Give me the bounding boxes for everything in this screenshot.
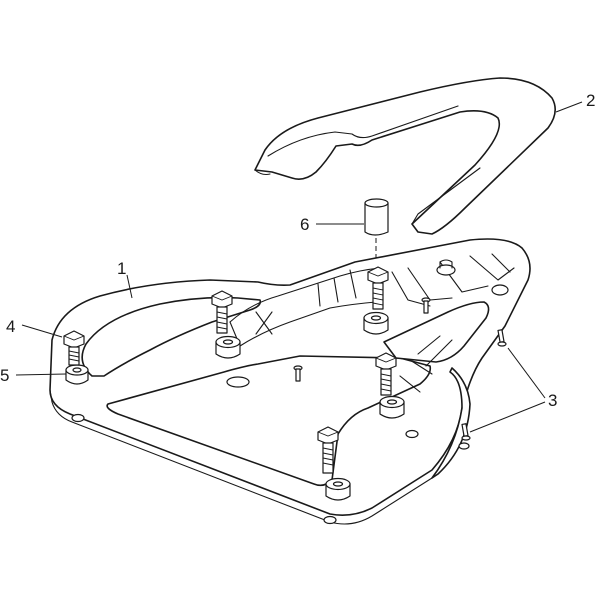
leader-5 — [15, 373, 67, 376]
leader-4 — [21, 324, 63, 338]
bolt-right — [375, 352, 397, 396]
leader-lines — [15, 101, 583, 433]
bolt-bottom — [317, 426, 339, 474]
washer-top — [363, 311, 389, 335]
callout-5: 5 — [0, 366, 9, 385]
leader-3a — [507, 347, 546, 399]
callout-2: 2 — [586, 91, 595, 110]
washers — [65, 311, 405, 501]
callouts: 1 2 3 4 5 6 — [0, 91, 595, 410]
small-screws — [293, 297, 507, 441]
washer-right — [379, 395, 405, 419]
callout-3: 3 — [548, 391, 557, 410]
carrier-frame — [49, 238, 531, 525]
screw-right — [497, 329, 507, 347]
cylinder-spacer — [364, 198, 389, 270]
screw-upper — [421, 297, 431, 314]
bolt-mid-left — [211, 290, 233, 334]
bolt-top — [367, 266, 389, 310]
callout-1: 1 — [117, 259, 126, 278]
bolts — [63, 266, 397, 474]
bolt-left — [63, 330, 85, 366]
washer-left — [65, 364, 89, 385]
washer-bottom — [325, 477, 351, 501]
leader-1 — [126, 274, 133, 299]
screw-center — [293, 365, 303, 382]
leader-3b — [469, 401, 546, 433]
grab-handle — [254, 77, 556, 235]
leader-2 — [555, 101, 583, 113]
screw-lower — [461, 423, 471, 441]
washer-mid-left — [215, 335, 241, 359]
callout-4: 4 — [6, 317, 15, 336]
callout-6: 6 — [300, 215, 309, 234]
